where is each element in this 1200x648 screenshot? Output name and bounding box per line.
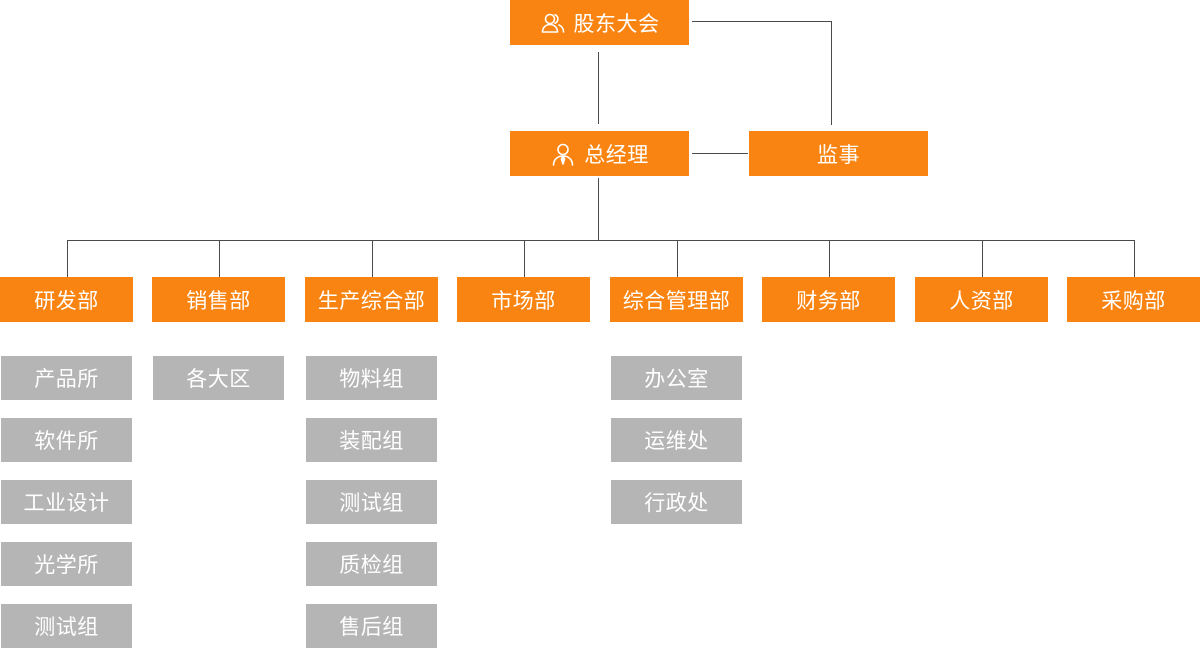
box-sub-rd-3-label: 光学所 bbox=[34, 553, 99, 577]
connector-gm-trunk bbox=[598, 178, 599, 240]
box-sub-production-3-label: 质检组 bbox=[339, 553, 404, 577]
box-dept-purchasing-label: 采购部 bbox=[1101, 288, 1166, 313]
box-dept-admin: 综合管理部 bbox=[610, 277, 743, 322]
connector-dept-rd bbox=[67, 240, 68, 277]
connector-shareholders-gm bbox=[598, 52, 599, 124]
box-dept-rd: 研发部 bbox=[0, 277, 133, 322]
box-sub-sales-0: 各大区 bbox=[153, 356, 284, 400]
box-sub-production-2: 测试组 bbox=[306, 480, 437, 524]
box-sub-admin-0-label: 办公室 bbox=[644, 367, 709, 391]
box-dept-marketing: 市场部 bbox=[457, 277, 590, 322]
box-sub-admin-0: 办公室 bbox=[611, 356, 742, 400]
box-general-manager: 总经理 bbox=[510, 131, 689, 176]
connector-dept-sales bbox=[219, 240, 220, 277]
box-sub-rd-1-label: 软件所 bbox=[34, 429, 99, 453]
box-sub-rd-3: 光学所 bbox=[1, 542, 132, 586]
box-sub-production-0-label: 物料组 bbox=[339, 367, 404, 391]
box-sub-production-4: 售后组 bbox=[306, 604, 437, 648]
box-shareholders-label: 股东大会 bbox=[573, 11, 660, 36]
box-sub-production-0: 物料组 bbox=[306, 356, 437, 400]
box-sub-rd-0-label: 产品所 bbox=[34, 367, 99, 391]
box-sub-admin-1-label: 运维处 bbox=[644, 429, 709, 453]
box-sub-rd-4-label: 测试组 bbox=[34, 615, 99, 639]
box-dept-admin-label: 综合管理部 bbox=[622, 288, 731, 313]
box-dept-purchasing: 采购部 bbox=[1067, 277, 1200, 322]
connector-shareholders-supervisor-h bbox=[692, 21, 832, 22]
person-tie-icon bbox=[550, 141, 576, 167]
connector-dept-finance bbox=[829, 240, 830, 277]
box-dept-sales: 销售部 bbox=[152, 277, 285, 322]
box-sub-production-2-label: 测试组 bbox=[339, 491, 404, 515]
box-dept-hr: 人资部 bbox=[915, 277, 1048, 322]
box-sub-admin-2-label: 行政处 bbox=[644, 491, 709, 515]
box-dept-production-label: 生产综合部 bbox=[317, 288, 426, 313]
box-sub-production-4-label: 售后组 bbox=[339, 615, 404, 639]
box-sub-production-3: 质检组 bbox=[306, 542, 437, 586]
connector-dept-purchasing bbox=[1134, 240, 1135, 277]
box-dept-finance: 财务部 bbox=[762, 277, 895, 322]
people-icon bbox=[540, 10, 566, 36]
connector-dept-hr bbox=[982, 240, 983, 277]
box-dept-hr-label: 人资部 bbox=[949, 288, 1014, 313]
connector-dept-production bbox=[372, 240, 373, 277]
box-sub-admin-1: 运维处 bbox=[611, 418, 742, 462]
box-shareholders: 股东大会 bbox=[510, 0, 689, 45]
connector-department-bus bbox=[67, 240, 1135, 241]
box-dept-sales-label: 销售部 bbox=[186, 288, 251, 313]
box-dept-marketing-label: 市场部 bbox=[491, 288, 556, 313]
connector-shareholders-supervisor-v bbox=[831, 21, 832, 125]
connector-dept-admin bbox=[677, 240, 678, 277]
box-sub-rd-0: 产品所 bbox=[1, 356, 132, 400]
box-sub-sales-0-label: 各大区 bbox=[186, 367, 251, 391]
box-supervisor-label: 监事 bbox=[817, 142, 860, 167]
box-sub-rd-2: 工业设计 bbox=[1, 480, 132, 524]
connector-dept-marketing bbox=[524, 240, 525, 277]
box-sub-rd-4: 测试组 bbox=[1, 604, 132, 648]
box-general-manager-label: 总经理 bbox=[584, 142, 649, 167]
box-sub-admin-2: 行政处 bbox=[611, 480, 742, 524]
box-dept-production: 生产综合部 bbox=[305, 277, 438, 322]
box-dept-finance-label: 财务部 bbox=[796, 288, 861, 313]
connector-gm-supervisor bbox=[692, 153, 748, 154]
box-supervisor: 监事 bbox=[749, 131, 928, 176]
box-sub-rd-1: 软件所 bbox=[1, 418, 132, 462]
box-sub-production-1-label: 装配组 bbox=[339, 429, 404, 453]
box-sub-production-1: 装配组 bbox=[306, 418, 437, 462]
box-sub-rd-2-label: 工业设计 bbox=[23, 491, 110, 515]
box-dept-rd-label: 研发部 bbox=[34, 288, 99, 313]
